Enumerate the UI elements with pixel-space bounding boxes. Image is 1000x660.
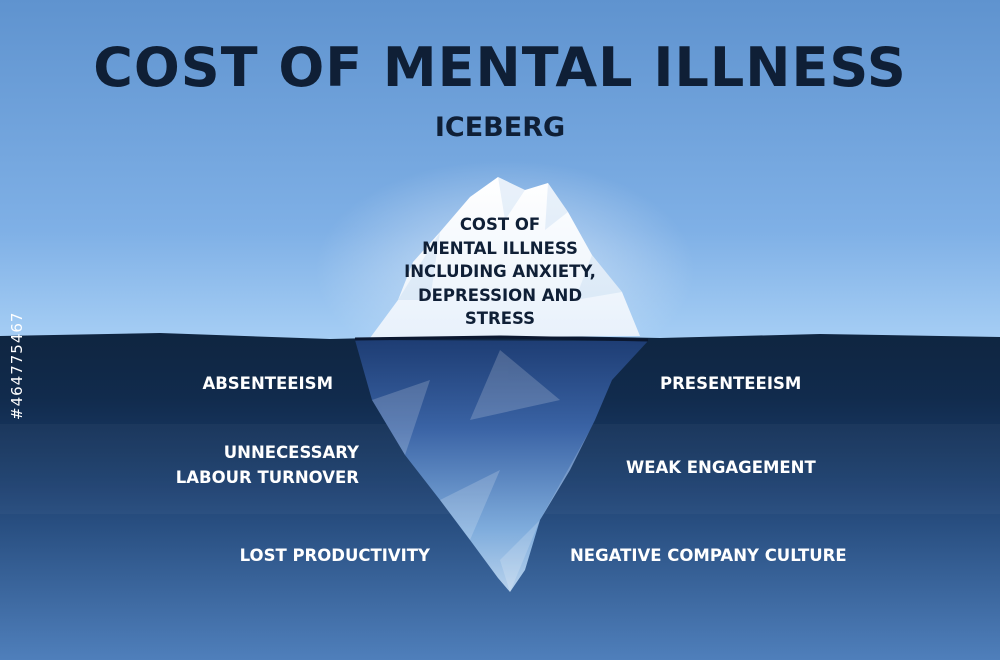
hidden-cost-line: PRESENTEEISM — [660, 374, 802, 393]
page-subtitle: ICEBERG — [434, 112, 566, 143]
tip-label-line: INCLUDING ANXIETY, — [404, 262, 596, 281]
iceberg-tip-facets — [398, 177, 622, 300]
iceberg-tip-label: COST OF MENTAL ILLNESS INCLUDING ANXIETY… — [390, 213, 610, 331]
hidden-cost-label-lost-productivity: LOST PRODUCTIVITY — [240, 543, 430, 568]
iceberg-underwater — [355, 340, 648, 592]
hidden-cost-line: WEAK ENGAGEMENT — [626, 458, 816, 477]
iceberg-tip — [370, 177, 640, 338]
hidden-cost-label-presenteeism: PRESENTEEISM — [660, 371, 801, 396]
tip-label-line: DEPRESSION AND — [417, 285, 583, 305]
tip-label-line: COST OF — [459, 215, 541, 234]
hidden-cost-label-absenteeism: ABSENTEEISM — [202, 371, 333, 396]
waterline — [354, 335, 649, 342]
hidden-cost-label-weak-engagement: WEAK ENGAGEMENT — [626, 455, 816, 480]
page-title: COST OF MENTAL ILLNESS — [93, 36, 907, 99]
iceberg-underwater-facets — [372, 350, 590, 592]
tip-label-line: MENTAL ILLNESS — [422, 238, 578, 258]
hidden-cost-line: LOST PRODUCTIVITY — [239, 546, 430, 565]
hidden-cost-line: ABSENTEEISM — [202, 374, 333, 393]
stock-id-watermark: #464775467 — [8, 311, 26, 420]
hidden-cost-line: NEGATIVE COMPANY CULTURE — [570, 546, 847, 565]
hidden-cost-line: UNNECESSARY — [223, 443, 359, 462]
tip-label-line: STRESS — [464, 309, 536, 328]
hidden-cost-label-negative-culture: NEGATIVE COMPANY CULTURE — [570, 543, 847, 568]
hidden-cost-label-labour-turnover: UNNECESSARY LABOUR TURNOVER — [176, 440, 359, 490]
hidden-cost-line: LABOUR TURNOVER — [175, 468, 359, 487]
